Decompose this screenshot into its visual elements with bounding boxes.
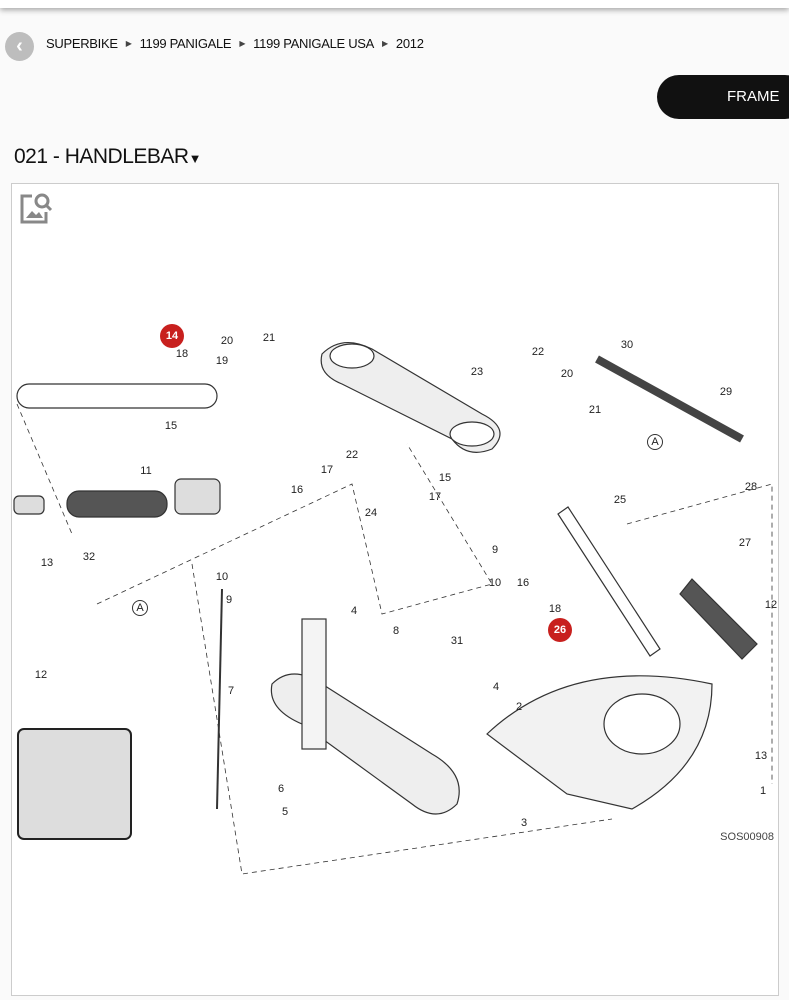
breadcrumb-item[interactable]: SUPERBIKE	[46, 36, 118, 51]
part-callout[interactable]: 9	[225, 594, 233, 606]
leader-lines	[16, 403, 773, 875]
top-bar	[0, 0, 789, 8]
breadcrumb-item[interactable]: 1199 PANIGALE USA	[253, 36, 375, 51]
part-callout[interactable]: A	[132, 600, 148, 616]
part-callout[interactable]: 9	[491, 544, 499, 556]
part-callout[interactable]: 4	[350, 605, 358, 617]
part-callout[interactable]: 17	[428, 491, 442, 503]
part-callout[interactable]: 6	[277, 783, 285, 795]
chevron-right-icon: ▶	[125, 39, 132, 48]
part-callout[interactable]: 13	[40, 557, 54, 569]
part-callout[interactable]: 30	[620, 339, 634, 351]
caret-down-icon[interactable]: ▼	[188, 151, 202, 166]
highlighted-part-badge[interactable]: 14	[160, 324, 184, 348]
page-title-text: 021 - HANDLEBAR	[14, 145, 189, 168]
page-title[interactable]: 021 - HANDLEBAR▼	[14, 145, 201, 169]
part-callout[interactable]: 3	[520, 817, 528, 829]
part-callout[interactable]: 25	[613, 494, 627, 506]
part-callout[interactable]: A	[647, 434, 663, 450]
part-callout[interactable]: 16	[516, 577, 530, 589]
part-callout[interactable]: 18	[548, 603, 562, 615]
part-callout[interactable]: 20	[560, 368, 574, 380]
frame-inset	[17, 728, 132, 840]
part-callout[interactable]: 10	[488, 577, 502, 589]
part-callout[interactable]: 20	[220, 335, 234, 347]
exploded-view-drawing	[13, 342, 773, 875]
part-callout[interactable]: 11	[140, 465, 152, 477]
part-callout[interactable]: 22	[531, 346, 545, 358]
breadcrumb-item[interactable]: 2012	[395, 36, 424, 51]
part-callout[interactable]: 15	[164, 420, 178, 432]
part-callout[interactable]: 16	[290, 484, 304, 496]
part-callout[interactable]: 24	[364, 507, 378, 519]
chevron-right-icon: ▶	[382, 39, 388, 48]
part-callout[interactable]: 23	[470, 366, 484, 378]
part-callout[interactable]: 28	[744, 481, 758, 493]
left-grip	[13, 490, 168, 518]
back-button[interactable]: ‹	[5, 32, 34, 61]
breadcrumb: SUPERBIKE ▶ 1199 PANIGALE ▶ 1199 PANIGALE …	[46, 36, 424, 51]
part-callout[interactable]: 31	[450, 635, 464, 647]
switch-housing	[174, 478, 221, 515]
part-callout[interactable]: 21	[262, 332, 276, 344]
bracket-7	[216, 588, 223, 810]
part-callout[interactable]: 29	[719, 386, 733, 398]
part-callout[interactable]: 7	[227, 685, 235, 697]
part-callout[interactable]: 12	[764, 599, 778, 611]
part-callout[interactable]: 13	[754, 750, 768, 762]
part-callout[interactable]: 22	[345, 449, 359, 461]
right-handlebar-tube	[557, 506, 661, 657]
part-callout[interactable]: 21	[588, 404, 602, 416]
top-triple-clamp	[320, 342, 501, 453]
part-callout[interactable]: 19	[215, 355, 229, 367]
part-callout[interactable]: 5	[281, 806, 289, 818]
highlighted-part-badge[interactable]: 26	[548, 618, 572, 642]
part-callout[interactable]: 15	[438, 472, 452, 484]
part-callout[interactable]: 27	[738, 537, 752, 549]
part-callout[interactable]: 4	[492, 681, 500, 693]
right-grip	[679, 578, 758, 660]
steering-damper	[595, 355, 744, 443]
image-zoom-icon[interactable]	[18, 190, 54, 226]
part-callout[interactable]: 10	[215, 571, 229, 583]
part-callout[interactable]: 18	[175, 348, 189, 360]
part-callout[interactable]: 1	[759, 785, 767, 797]
cover-plate	[486, 675, 713, 810]
left-handlebar-tube	[16, 383, 218, 409]
part-callout[interactable]: 12	[34, 669, 48, 681]
chevron-right-icon: ▶	[239, 39, 246, 48]
breadcrumb-item[interactable]: 1199 PANIGALE	[139, 36, 232, 51]
part-callout[interactable]: 8	[392, 625, 400, 637]
part-callout[interactable]: 32	[82, 551, 96, 563]
diagram-code: SOS00908	[720, 831, 774, 843]
part-callout[interactable]: 17	[320, 464, 334, 476]
bottom-triple-clamp	[270, 618, 460, 815]
frame-button[interactable]: FRAME	[657, 75, 789, 119]
part-callout[interactable]: 2	[515, 701, 523, 713]
